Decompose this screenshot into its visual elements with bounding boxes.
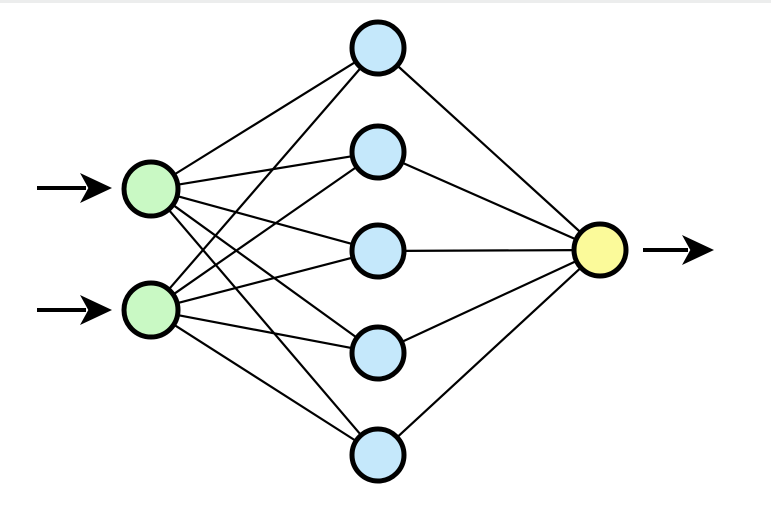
input-node-1 (121, 159, 181, 219)
io-arrows-group (37, 173, 714, 325)
nodes-group (121, 19, 629, 484)
edge-i1-to-h2 (176, 155, 354, 186)
edge-h4-to-o1 (400, 259, 578, 344)
output-node-1 (571, 221, 629, 279)
input-arrow-2-head (80, 295, 112, 325)
edge-i1-to-h3 (175, 195, 355, 246)
top-edge-strip (0, 0, 771, 3)
edge-i1-to-h4 (171, 203, 359, 339)
edge-i2-to-h1 (167, 66, 363, 291)
edge-i2-to-h5 (172, 323, 358, 443)
edge-i2-to-h2 (172, 165, 358, 296)
hidden-node-3 (349, 222, 407, 280)
output-arrow-1-head (682, 235, 714, 265)
hidden-node-4 (349, 324, 407, 382)
hidden-node-5 (349, 426, 407, 484)
edge-h2-to-o1 (400, 161, 578, 241)
edge-i2-to-h4 (176, 313, 354, 350)
edge-h5-to-o1 (396, 266, 583, 439)
output-arrow-1-icon (643, 235, 714, 265)
edge-i1-to-h5 (167, 208, 363, 437)
edge-h3-to-o1 (402, 249, 576, 252)
hidden-node-2 (349, 123, 407, 181)
edge-h1-to-o1 (396, 64, 582, 234)
input-arrow-1-head (80, 173, 112, 203)
edge-i1-to-h1 (172, 60, 358, 176)
input-arrow-2-icon (37, 295, 112, 325)
edge-i2-to-h3 (176, 256, 354, 305)
input-arrow-1-icon (37, 173, 112, 203)
input-node-2 (121, 280, 181, 340)
edges-group (167, 60, 583, 443)
hidden-node-1 (349, 19, 407, 77)
